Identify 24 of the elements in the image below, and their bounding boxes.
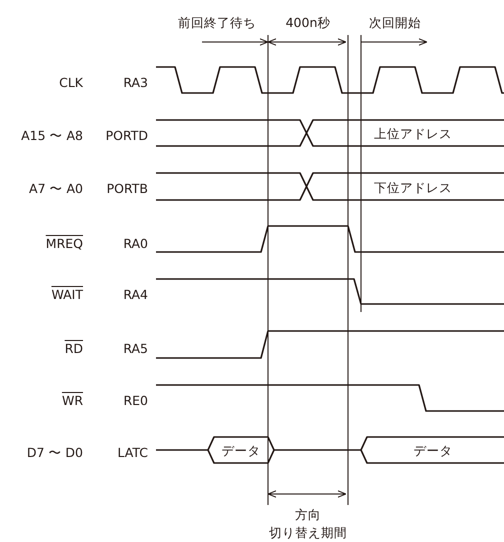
pin-name: RA3 [123, 74, 148, 90]
bus-value-label: 上位アドレス [374, 126, 452, 140]
pin-name: RA4 [123, 286, 148, 302]
signal-name: CLK [59, 74, 83, 90]
duration-label: 400n秒 [286, 14, 330, 30]
data-value-label: データ [414, 442, 452, 458]
signal-name: D7 〜 D0 [26, 444, 83, 460]
pin-name: PORTB [106, 180, 148, 196]
signal-name: A15 〜 A8 [21, 128, 83, 142]
signal-name: WR [62, 392, 83, 408]
bus-value-label: 下位アドレス [374, 180, 452, 194]
signal-name: WAIT [51, 286, 83, 302]
signal-name: MREQ [46, 236, 83, 250]
pin-name: RE0 [123, 392, 148, 408]
period-label: 方向切り替え期間 [268, 506, 348, 542]
pin-name: RA0 [123, 236, 148, 250]
data-value-label: データ [222, 442, 260, 458]
pin-name: LATC [118, 444, 148, 460]
signal-name: RD [64, 340, 83, 356]
timing-label: 次回開始 [369, 14, 421, 30]
signal-name: A7 〜 A0 [29, 180, 83, 196]
pin-name: PORTD [106, 128, 148, 142]
timing-label: 前回終了待ち [178, 14, 256, 30]
pin-name: RA5 [123, 340, 148, 356]
